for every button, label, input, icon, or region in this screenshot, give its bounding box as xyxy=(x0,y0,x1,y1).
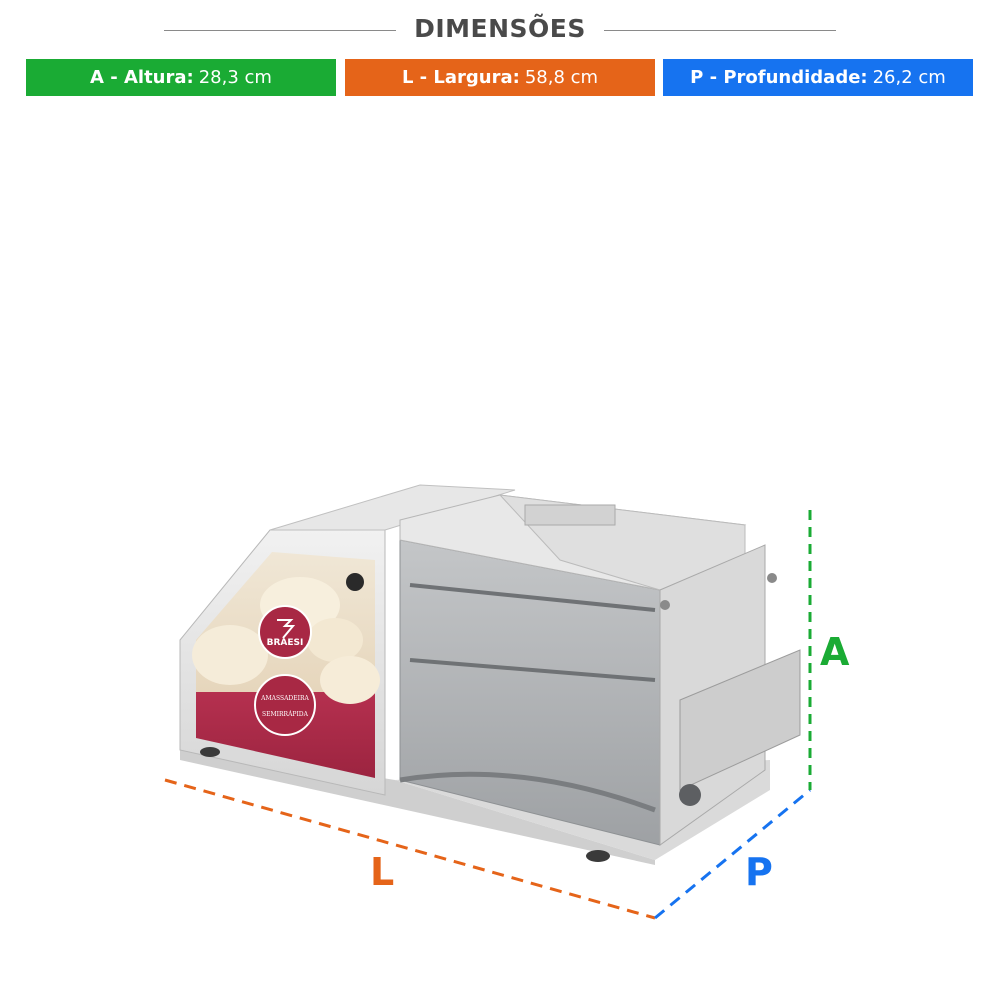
depth-marker: P xyxy=(745,850,773,894)
height-bar: A - Altura: 28,3 cm xyxy=(26,59,336,96)
depth-value: 26,2 cm xyxy=(872,67,946,88)
header-rule-right xyxy=(604,30,836,31)
depth-label: P - Profundidade: xyxy=(690,67,868,88)
width-marker: L xyxy=(370,850,395,894)
depth-bar: P - Profundidade: 26,2 cm xyxy=(663,59,973,96)
seal-text-bottom: SEMIRRÁPIDA xyxy=(262,711,309,718)
width-dimension-line xyxy=(164,778,656,920)
page-title: DIMENSÕES xyxy=(414,14,586,43)
header-rule-left xyxy=(164,30,396,31)
width-label: L - Largura: xyxy=(401,67,520,88)
height-marker: A xyxy=(820,630,850,674)
height-value: 28,3 cm xyxy=(198,67,272,88)
depth-dimension-line xyxy=(654,788,811,920)
width-value: 58,8 cm xyxy=(524,67,599,88)
brand-logo-text: BRAESI xyxy=(267,638,304,648)
dimensions-header: DIMENSÕES xyxy=(0,10,1000,54)
dimension-bars: A - Altura: 28,3 cm L - Largura: 58,8 cm… xyxy=(0,59,1000,96)
width-bar: L - Largura: 58,8 cm xyxy=(345,59,655,96)
power-switch xyxy=(346,573,364,591)
seal-text-top: AMASSADEIRA xyxy=(260,695,309,702)
height-label: A - Altura: xyxy=(90,67,194,88)
